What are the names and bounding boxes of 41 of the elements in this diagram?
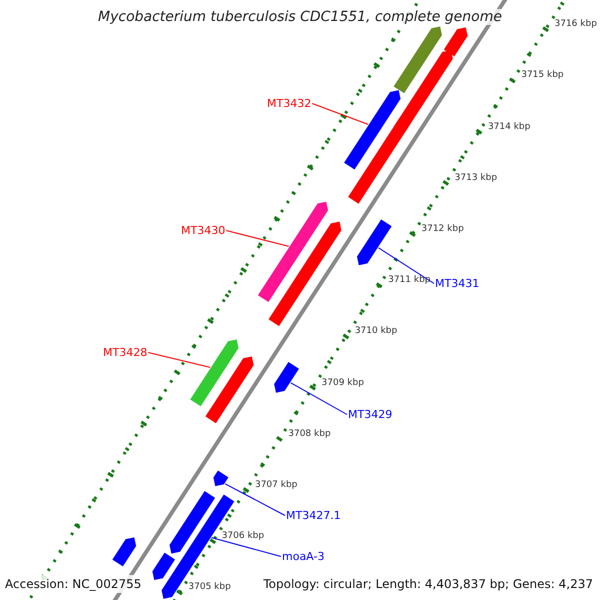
leader-line [312, 103, 369, 125]
gene-block [394, 26, 442, 94]
gene-block [206, 356, 254, 424]
gene-label: MT3429 [348, 408, 392, 421]
gene-block [213, 470, 228, 486]
gene-block [170, 491, 215, 554]
scale-label: 3713 kbp [454, 172, 498, 184]
gene-block [258, 202, 328, 302]
leader-line [211, 537, 282, 557]
gene-block [357, 220, 392, 266]
leader-line [224, 483, 286, 516]
gene-block [152, 552, 175, 580]
gene-block [268, 222, 342, 326]
leader-line [148, 352, 211, 368]
scale-label: 3712 kbp [421, 224, 464, 236]
gene-block [344, 90, 401, 170]
scale-label: 3715 kbp [521, 70, 564, 82]
scale-label: 3710 kbp [354, 326, 398, 338]
gene-block [112, 537, 136, 566]
scale-label: 3706 kbp [222, 531, 264, 542]
gene-block [190, 340, 238, 406]
gene-block [162, 562, 191, 599]
gene-label: MT3431 [435, 277, 480, 290]
gene-block [274, 362, 299, 393]
scale-label: 3709 kbp [322, 378, 364, 389]
gene-label: MT3428 [103, 346, 148, 359]
gene-label: MT3427.1 [286, 509, 341, 522]
scale-label: 3711 kbp [388, 275, 430, 286]
title: Mycobacterium tuberculosis CDC1551, complete genome [96, 9, 504, 25]
scale-label: 3716 kbp [554, 19, 597, 30]
gene-label: moaA-3 [282, 550, 324, 563]
gene-block [348, 116, 410, 204]
leader-line [378, 247, 434, 284]
leader-line [226, 230, 290, 247]
scale-label: 3707 kbp [254, 480, 298, 492]
gene-label: MT3430 [181, 224, 226, 237]
scale-label: 3705 kbp [188, 582, 231, 594]
gene-label: MT3432 [267, 97, 312, 110]
leader-line [290, 382, 348, 415]
scale-label: 3714 kbp [488, 122, 530, 133]
scale-label: 3708 kbp [288, 428, 331, 440]
